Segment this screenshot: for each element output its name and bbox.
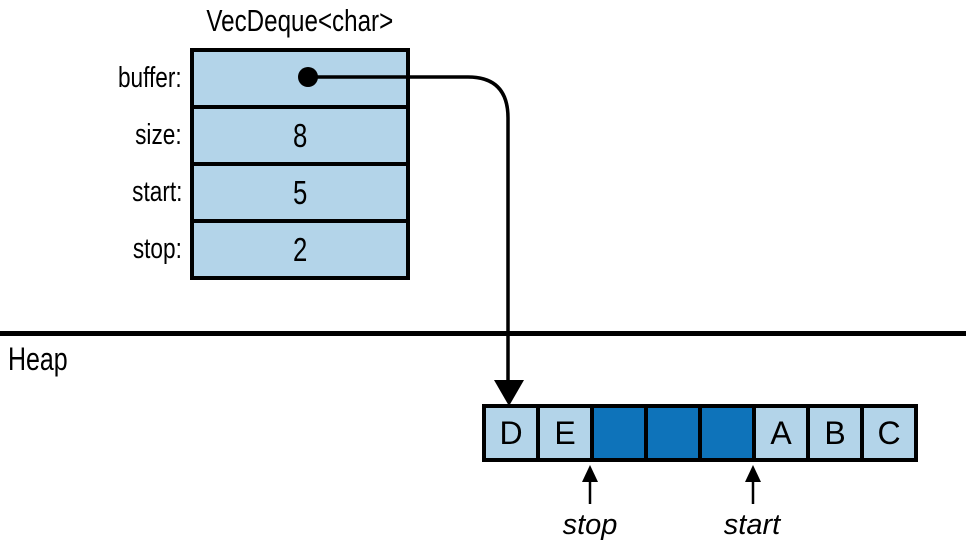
heap-cell-6: B xyxy=(806,408,860,458)
heap-divider-line xyxy=(0,331,966,336)
struct-box: 8 5 2 xyxy=(190,48,410,280)
heap-array: D E A B C xyxy=(482,404,918,462)
field-label-size: size: xyxy=(135,119,182,151)
struct-row-buffer xyxy=(194,52,406,105)
heap-cell-4 xyxy=(698,408,752,458)
struct-title: VecDeque<char> xyxy=(170,4,430,38)
field-label-start: start: xyxy=(131,176,182,208)
heap-cell-5: A xyxy=(752,408,806,458)
heap-section-label: Heap xyxy=(8,341,68,377)
field-label-stop: stop: xyxy=(132,233,182,265)
heap-cell-7: C xyxy=(860,408,914,458)
struct-row-size: 8 xyxy=(194,105,406,162)
struct-row-stop: 2 xyxy=(194,219,406,276)
heap-cell-2 xyxy=(590,408,644,458)
size-value: 8 xyxy=(292,117,308,154)
start-arrowhead-icon xyxy=(745,465,761,482)
buffer-pointer-arrowhead-icon xyxy=(494,380,524,406)
heap-cell-1: E xyxy=(536,408,590,458)
start-value: 5 xyxy=(292,174,308,211)
start-index-label: start xyxy=(723,509,781,541)
struct-title-text: VecDeque<char> xyxy=(206,3,394,38)
stop-index-label: stop xyxy=(562,509,618,541)
heap-cell-0: D xyxy=(486,408,536,458)
heap-cell-3 xyxy=(644,408,698,458)
field-label-buffer: buffer: xyxy=(118,62,182,94)
struct-row-start: 5 xyxy=(194,162,406,219)
stop-arrowhead-icon xyxy=(582,465,598,482)
stop-value: 2 xyxy=(292,231,308,268)
